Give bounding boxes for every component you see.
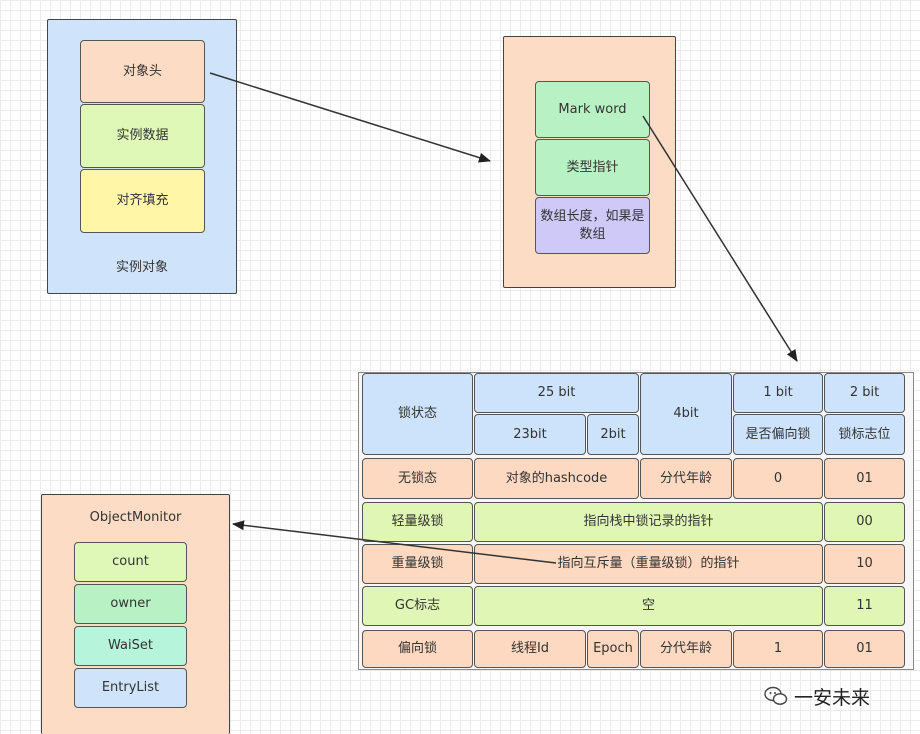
array-length-cell: 数组长度，如果是数组 — [535, 197, 650, 254]
unlocked-biased-cell: 0 — [733, 458, 823, 499]
unlocked-flag-cell: 01 — [824, 458, 905, 499]
lightweight-state-cell: 轻量级锁 — [362, 502, 473, 542]
biased-flag-header: 是否偏向锁 — [733, 414, 823, 455]
bit1-header: 1 bit — [733, 373, 823, 413]
lock-state-header: 锁状态 — [362, 373, 473, 455]
bit2-header: 2 bit — [824, 373, 905, 413]
unlocked-age-cell: 分代年龄 — [640, 458, 732, 499]
arrow-header-to-detail — [209, 72, 491, 163]
lock-flag-header: 锁标志位 — [824, 414, 905, 455]
lightweight-pointer-cell: 指向栈中锁记录的指针 — [474, 502, 823, 542]
mark-word-cell: Mark word — [535, 81, 650, 138]
bits4-header: 4bit — [640, 373, 732, 455]
klass-pointer-cell: 类型指针 — [535, 139, 650, 196]
heavyweight-flag-cell: 10 — [824, 544, 905, 584]
monitor-waitset-cell: WaiSet — [74, 626, 187, 666]
wechat-icon — [764, 686, 788, 705]
watermark-text: 一安未来 — [794, 686, 871, 709]
gc-content-cell: 空 — [474, 586, 823, 626]
bits23-header: 23bit — [474, 414, 586, 455]
object-header-cell: 对象头 — [80, 40, 205, 103]
gc-flag-cell: 11 — [824, 586, 905, 626]
unlocked-hashcode-cell: 对象的hashcode — [474, 458, 639, 499]
monitor-count-cell: count — [74, 542, 187, 582]
object-monitor-title: ObjectMonitor — [89, 510, 182, 525]
biased-biased-cell: 1 — [733, 630, 823, 668]
monitor-owner-cell: owner — [74, 584, 187, 624]
lightweight-flag-cell: 00 — [824, 502, 905, 542]
biased-flag-cell: 01 — [824, 630, 905, 668]
biased-age-cell: 分代年龄 — [640, 630, 732, 668]
instance-data-cell: 实例数据 — [80, 104, 205, 168]
heavyweight-pointer-cell: 指向互斥量（重量级锁）的指针 — [474, 544, 823, 584]
gc-state-cell: GC标志 — [362, 586, 473, 626]
heavyweight-state-cell: 重量级锁 — [362, 544, 473, 584]
biased-state-cell: 偏向锁 — [362, 630, 473, 668]
biased-thread-cell: 线程Id — [474, 630, 586, 668]
bits2-header: 2bit — [587, 414, 639, 455]
unlocked-state-cell: 无锁态 — [362, 458, 473, 499]
watermark: 一安未来 — [764, 684, 871, 709]
biased-epoch-cell: Epoch — [587, 630, 639, 668]
padding-cell: 对齐填充 — [80, 169, 205, 233]
monitor-entrylist-cell: EntryList — [74, 668, 187, 708]
instance-object-title: 实例对象 — [115, 260, 168, 275]
bits25-header: 25 bit — [474, 373, 639, 413]
